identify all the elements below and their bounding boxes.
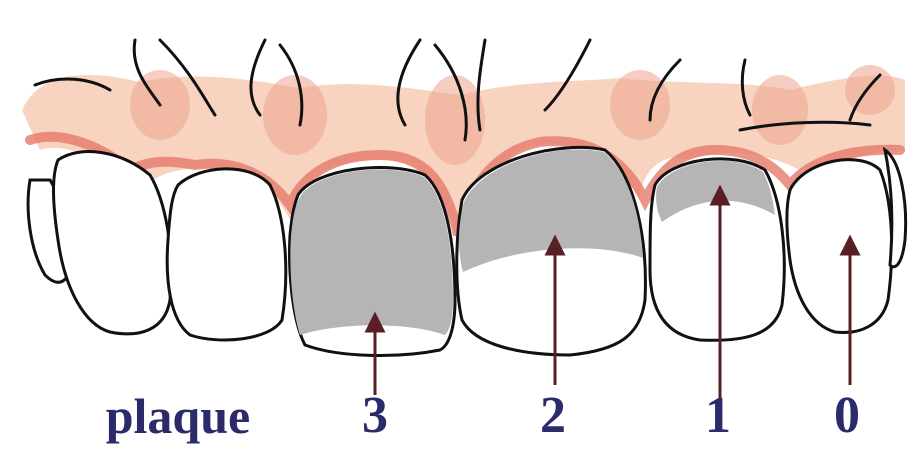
label-score-0: 0 [822,388,872,444]
tooth-a [54,152,172,334]
label-score-1: 1 [693,388,743,444]
label-plaque: plaque [78,388,278,444]
plaque-score-3 [290,170,453,335]
label-score-2: 2 [528,388,578,444]
tooth-b [167,169,286,340]
tooth-score-0 [787,160,892,333]
label-score-3: 3 [350,388,400,444]
